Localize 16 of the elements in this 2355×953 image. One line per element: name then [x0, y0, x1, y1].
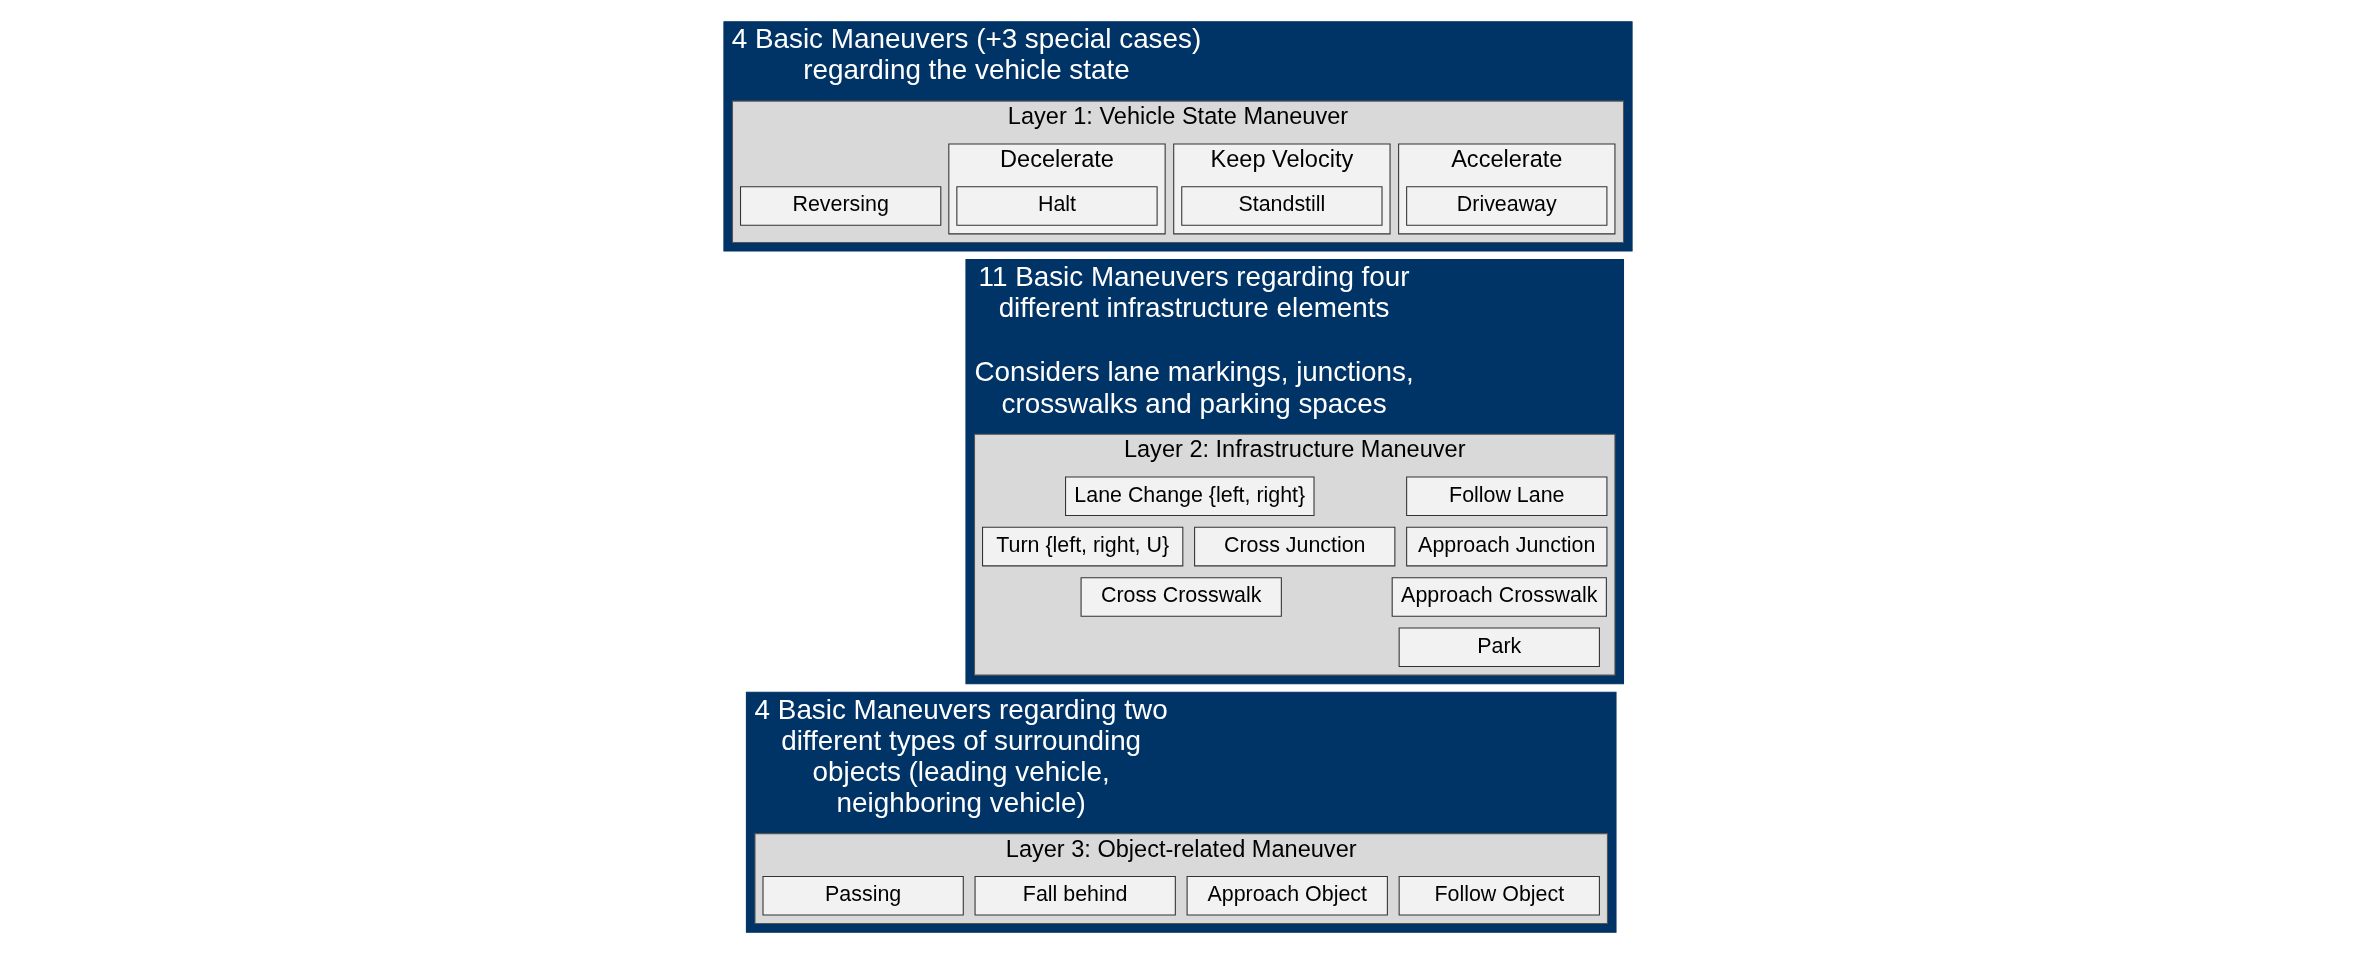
node-box: Approach Junction	[1405, 526, 1607, 566]
node-box: Approach Crosswalk	[1391, 576, 1607, 617]
node-box: Park	[1398, 626, 1600, 667]
node-box: Turn {left, right, U}	[981, 526, 1183, 566]
node-box: Cross Junction	[1193, 526, 1395, 566]
node-box: Lane Change {left, right}	[1064, 475, 1315, 516]
node-box: Standstill	[1180, 185, 1383, 226]
node-box: Approach Object	[1186, 875, 1388, 916]
node-box: Follow Object	[1398, 875, 1600, 916]
node-box: Passing	[761, 875, 964, 916]
node-box: Driveaway	[1405, 185, 1607, 226]
node-box: Cross Crosswalk	[1080, 576, 1282, 617]
node-box: Halt	[955, 185, 1158, 226]
node-box: Fall behind	[974, 875, 1176, 916]
node-box: Reversing	[739, 185, 941, 226]
node-box: Follow Lane	[1405, 475, 1607, 516]
